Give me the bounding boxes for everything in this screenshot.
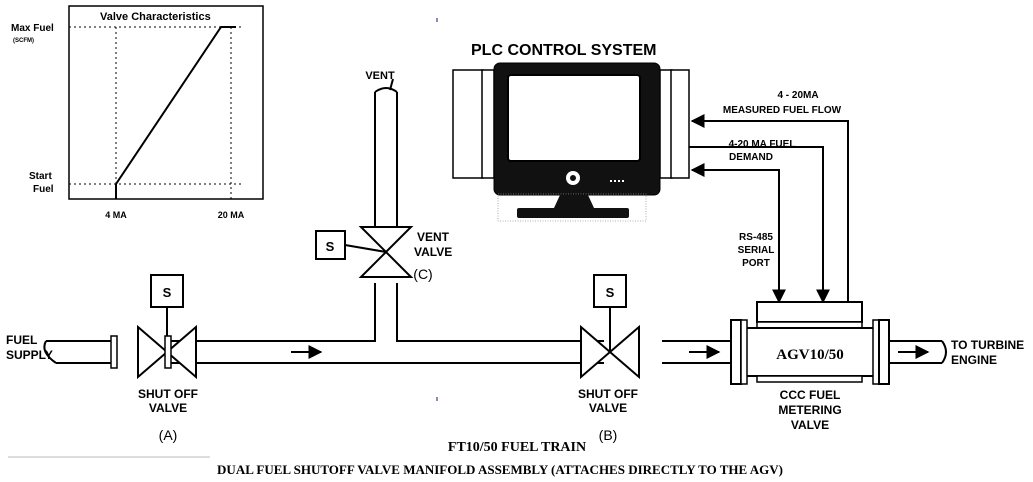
- monitor-icon: [493, 62, 661, 222]
- signal-lines: 4 - 20MA MEASURED FUEL FLOW 4-20 MA FUEL…: [689, 90, 849, 304]
- inset-title: Valve Characteristics: [100, 11, 211, 23]
- svg-text:S: S: [326, 239, 335, 254]
- vent-valve-label-2: VALVE: [414, 245, 452, 259]
- caption-title: FT10/50 FUEL TRAIN: [448, 440, 586, 455]
- turbine-label-2: ENGINE: [951, 353, 997, 367]
- metering-label-2: METERING: [778, 403, 841, 417]
- serial-label-2: SERIAL: [738, 245, 775, 256]
- max-fuel-unit: (SCFM): [13, 38, 34, 44]
- shutoff-a-label-2: VALVE: [149, 401, 187, 415]
- agv-model-label: AGV10/50: [776, 347, 844, 363]
- plc-control-system: PLC CONTROL SYSTEM: [452, 42, 690, 222]
- shutoff-valve-a: S SHUT OFF VALVE (A): [110, 274, 198, 443]
- fuel-piping: [43, 78, 947, 364]
- serial-label-1: RS-485: [739, 232, 773, 243]
- shutoff-a-tag: (A): [159, 427, 178, 443]
- vent-valve-label-1: VENT: [417, 230, 450, 244]
- demand-label-1: 4-20 MA FUEL: [729, 139, 796, 150]
- vent-label: VENT: [365, 70, 395, 82]
- serial-label-3: PORT: [742, 258, 770, 269]
- svg-text:S: S: [606, 285, 615, 300]
- valve-curve: [115, 26, 236, 199]
- caption-subtitle: DUAL FUEL SHUTOFF VALVE MANIFOLD ASSEMBL…: [217, 462, 783, 477]
- start-fuel-label-2: Fuel: [33, 184, 54, 195]
- plc-title: PLC CONTROL SYSTEM: [471, 42, 657, 59]
- shutoff-a-label-1: SHUT OFF: [138, 387, 198, 401]
- start-fuel-label-1: Start: [29, 171, 52, 182]
- x-tick-4ma: 4 MA: [105, 210, 127, 220]
- metering-label-1: CCC FUEL: [780, 388, 841, 402]
- shutoff-valve-b: S SHUT OFF VALVE (B): [578, 274, 640, 443]
- shutoff-b-label-2: VALVE: [589, 401, 627, 415]
- x-tick-20ma: 20 MA: [218, 210, 245, 220]
- vent-valve-c: S VENT VENT VALVE (C): [315, 70, 452, 282]
- shutoff-b-tag: (B): [599, 427, 618, 443]
- vent-valve-tag: (C): [413, 266, 432, 282]
- svg-text:S: S: [163, 285, 172, 300]
- measured-label-2: MEASURED FUEL FLOW: [723, 105, 842, 116]
- demand-label-2: DEMAND: [729, 152, 773, 163]
- metering-label-3: VALVE: [791, 418, 829, 432]
- fuel-supply-label-1: FUEL: [6, 333, 37, 347]
- max-fuel-label: Max Fuel: [11, 23, 54, 34]
- valve-characteristics-inset: Valve Characteristics Max Fuel (SCFM) St…: [11, 5, 264, 220]
- shutoff-b-label-1: SHUT OFF: [578, 387, 638, 401]
- metering-valve-agv: AGV10/50 CCC FUEL METERING VALVE: [730, 301, 890, 432]
- caption: FT10/50 FUEL TRAIN DUAL FUEL SHUTOFF VAL…: [8, 440, 783, 477]
- turbine-label-1: TO TURBINE: [951, 338, 1024, 352]
- fuel-supply-label-2: SUPPLY: [6, 348, 53, 362]
- measured-label-1: 4 - 20MA: [777, 90, 818, 101]
